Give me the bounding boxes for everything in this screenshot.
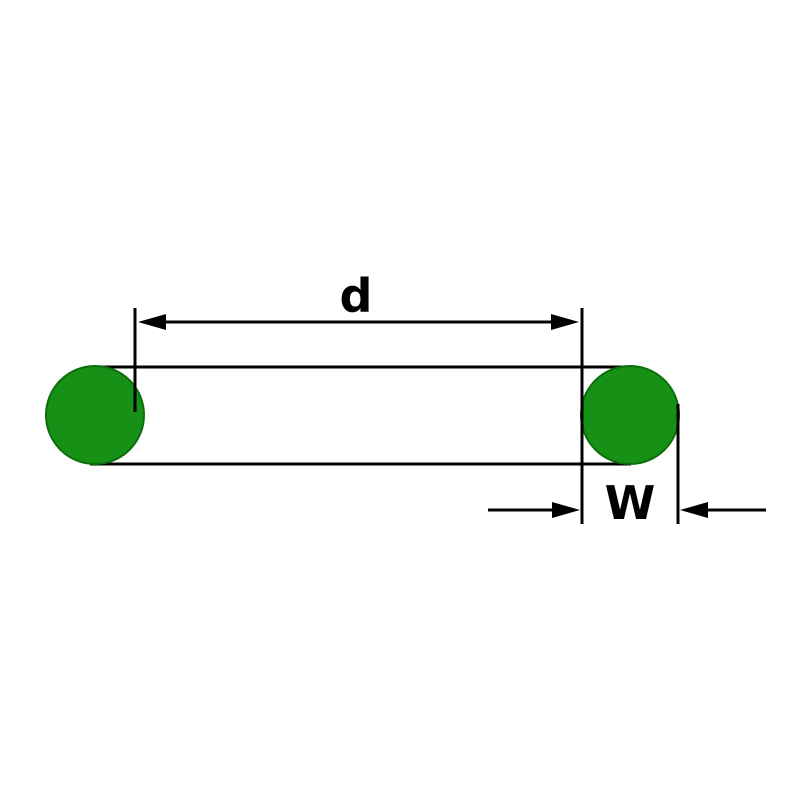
arrowhead-w-left	[552, 502, 580, 518]
cross-section-width-label: W	[605, 476, 656, 530]
inner-diameter-label: d	[340, 269, 373, 323]
ring-outline-lines	[90, 365, 631, 466]
arrowhead-w-right	[680, 502, 708, 518]
oring-cross-section-right	[580, 365, 680, 465]
extension-lines	[133, 308, 680, 524]
arrowhead-d-right	[551, 314, 579, 330]
arrowheads	[138, 314, 708, 518]
oring-cross-section-left	[45, 365, 145, 465]
arrowhead-d-left	[138, 314, 166, 330]
